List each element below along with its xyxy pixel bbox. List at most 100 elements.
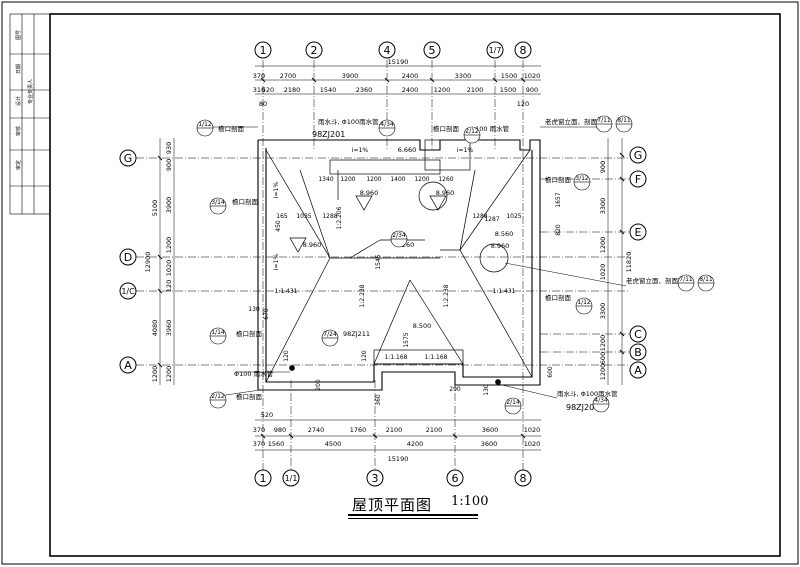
detail-index-10-label: 8/11 bbox=[699, 276, 713, 283]
detail-index-3 bbox=[463, 126, 481, 144]
slope-marks: i=1% i=1% i=1% i=1% 1:1.431 1:1.431 1:2.… bbox=[273, 147, 516, 361]
dim-left-inner-7: 1200 bbox=[165, 366, 173, 383]
drawing-title: 屋顶平面图 bbox=[352, 496, 433, 514]
chimney-circle-2 bbox=[479, 243, 509, 273]
int-dim-23: 130 bbox=[483, 384, 490, 396]
dim-right-inner-6: 600 bbox=[599, 352, 607, 364]
dim-bottom-r1-0: 370 bbox=[253, 440, 265, 448]
dim-top-r2-4: 2360 bbox=[356, 86, 373, 94]
chimney-circle-1 bbox=[418, 181, 448, 211]
tb-label-6: 专业负责人 bbox=[27, 79, 34, 104]
axis-bubbles-bottom: 1 1/1 3 6 8 bbox=[254, 469, 532, 487]
dim-left-inner-3: 1200 bbox=[165, 237, 173, 254]
right-dimensions: 11820 900 3300 1200 1020 3300 1200 600 1… bbox=[599, 161, 633, 380]
detail-indexes bbox=[196, 115, 715, 415]
int-dim-3: 1400 bbox=[390, 176, 405, 183]
detail-index-5 bbox=[615, 115, 633, 133]
elev-4: 8.960 bbox=[491, 242, 510, 250]
leader-lines bbox=[211, 126, 627, 399]
note-chimney-1: 老虎窗立面、剖面图 bbox=[545, 117, 604, 126]
int-dim-9: 1288 bbox=[472, 213, 487, 220]
annotations: 雨水斗, Φ100雨水管 98ZJ201 檐口剖面 檐口剖面 Φ100 雨水管 … bbox=[218, 117, 685, 412]
dim-bottom-r2-4: 2100 bbox=[386, 426, 403, 434]
dim-bottom-r2-2: 2740 bbox=[308, 426, 325, 434]
note-chimney-2: 老虎窗立面、剖面图 bbox=[626, 276, 685, 285]
drain-dot-2 bbox=[495, 379, 501, 385]
dim-bottom-r1-4: 3600 bbox=[481, 440, 498, 448]
axis-top-6: 8 bbox=[520, 44, 527, 57]
int-dim-14: 450 bbox=[275, 220, 282, 232]
int-dim-6: 165 bbox=[276, 213, 288, 220]
dimension-ticks bbox=[157, 77, 625, 439]
elev-6: 8.260 bbox=[396, 241, 415, 249]
elev-0: 6.660 bbox=[398, 146, 417, 154]
axis-right-5: B bbox=[634, 346, 642, 359]
dim-right-inner-3: 1020 bbox=[599, 264, 607, 281]
slope-6: 1:2.206 bbox=[336, 206, 343, 229]
drain-dot-1 bbox=[289, 365, 295, 371]
detail-index-16 bbox=[592, 395, 610, 413]
dim-right-inner-0: 900 bbox=[599, 161, 607, 173]
slope-4: 1:1.431 bbox=[274, 288, 297, 295]
axis-right-1: G bbox=[634, 149, 643, 162]
detail-index-4-label: 7/11 bbox=[597, 117, 611, 124]
note-eave-r1: 檐口剖面 bbox=[545, 175, 572, 184]
elev-2: 8.960 bbox=[436, 189, 455, 197]
note-eave-tl: 檐口剖面 bbox=[218, 124, 245, 133]
tb-label-5: 审定 bbox=[15, 160, 22, 170]
detail-index-11 bbox=[575, 297, 593, 315]
detail-index-7 bbox=[209, 197, 227, 215]
axis-left-2: D bbox=[124, 251, 132, 264]
detail-index-13 bbox=[321, 329, 339, 347]
detail-index-2-label: 4/34 bbox=[380, 121, 394, 128]
int-dim-25: 200 bbox=[315, 379, 322, 391]
int-dim-24: 600 bbox=[547, 366, 554, 378]
elev-3: 8.960 bbox=[303, 241, 322, 249]
slope-9: 1:1.168 bbox=[384, 354, 407, 361]
dim-top-small-1: 120 bbox=[517, 100, 529, 108]
dim-top-r2-3: 1540 bbox=[320, 86, 337, 94]
int-dim-8: 1288 bbox=[322, 213, 337, 220]
dim-top-total: 15190 bbox=[388, 58, 409, 66]
int-dim-0: 1340 bbox=[318, 176, 333, 183]
note-eave-tc: 檐口剖面 bbox=[433, 124, 460, 133]
axis-bottom-2: 1/1 bbox=[285, 474, 298, 483]
detail-index-12-label: 1/14 bbox=[211, 329, 225, 336]
dim-left-inner-4: 1020 bbox=[165, 260, 173, 277]
axis-bottom-3: 3 bbox=[372, 472, 379, 485]
note-eave-l4: 檐口剖面 bbox=[236, 392, 263, 401]
detail-index-3-label: 2/12 bbox=[465, 128, 479, 135]
int-dim-16: 1575 bbox=[403, 332, 410, 347]
int-dim-12: 1657 bbox=[555, 192, 562, 207]
detail-index-1-label: 1/12 bbox=[198, 121, 212, 128]
note-downpipe-l: Φ100 雨水管 bbox=[234, 369, 274, 378]
tb-label-4: 审核 bbox=[15, 126, 22, 136]
dim-top-r2-2: 2180 bbox=[284, 86, 301, 94]
detail-index-14 bbox=[209, 391, 227, 409]
tb-label-3: 设计 bbox=[15, 96, 22, 106]
axis-right-3: E bbox=[635, 226, 642, 239]
dim-left-outer-0: 5100 bbox=[151, 200, 159, 217]
note-downpipe-tr: Φ100 雨水管 bbox=[470, 124, 510, 133]
dim-left-inner-1: 900 bbox=[165, 159, 173, 171]
dim-bottom-r2-6: 3600 bbox=[482, 426, 499, 434]
dim-bottom-r1-1: 1560 bbox=[268, 440, 285, 448]
axis-right-4: C bbox=[634, 328, 642, 341]
axis-right-6: A bbox=[634, 364, 642, 377]
axis-left-3: 1/C bbox=[121, 287, 135, 296]
dim-bottom-r2-1: 980 bbox=[274, 426, 286, 434]
dim-left-inner-0: 930 bbox=[165, 142, 173, 154]
dim-bottom-r2-5: 2100 bbox=[426, 426, 443, 434]
detail-index-15 bbox=[504, 397, 522, 415]
axis-bottom-4: 6 bbox=[452, 472, 459, 485]
dim-top-r1-2: 3900 bbox=[342, 72, 359, 80]
bottom-dimensions: 520 370 980 2740 1760 2100 2100 3600 102… bbox=[253, 411, 540, 463]
dim-bottom-r1-5: 1020 bbox=[524, 440, 541, 448]
elev-1: 8.960 bbox=[360, 189, 379, 197]
title-underline-thick bbox=[348, 514, 478, 516]
dim-top-small-0: 80 bbox=[259, 100, 267, 108]
slope-1: i=1% bbox=[457, 147, 474, 154]
axis-left-1: G bbox=[124, 152, 133, 165]
dim-right-inner-4: 3300 bbox=[599, 303, 607, 320]
